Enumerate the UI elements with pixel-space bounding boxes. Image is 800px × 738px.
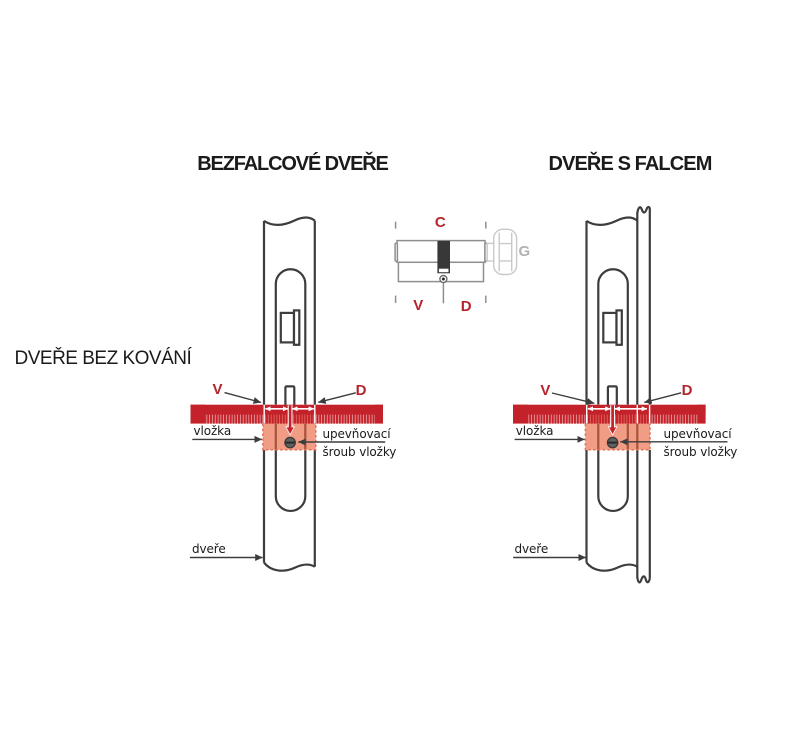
left-label-vlozka: vložka	[193, 424, 232, 439]
pointers-left	[189, 391, 386, 561]
right-label-screw-2: šroub vložky	[663, 445, 738, 460]
door-bottom-break	[263, 561, 316, 572]
door-top-break	[263, 216, 316, 226]
door-panel-left	[262, 216, 316, 572]
right-label-vlozka: vložka	[515, 424, 554, 439]
cylinder-slot	[284, 385, 296, 406]
right-label-screw-1: upevňovací	[663, 426, 732, 441]
cylinder-dim-d: D	[460, 297, 472, 315]
door-bottom-break	[585, 561, 638, 572]
faceplate	[274, 268, 307, 512]
cylinder-cam-notch	[438, 268, 449, 273]
left-label-screw-1: upevňovací	[322, 426, 391, 441]
cylinder-dim-v: V	[413, 297, 424, 315]
screw-axis-arrow	[285, 405, 295, 436]
latch-body	[279, 311, 296, 344]
cylinder-cam	[437, 240, 450, 274]
latch-head	[615, 309, 623, 346]
left-label-dvere: dveře	[192, 542, 226, 557]
thumbturn-face	[498, 232, 513, 272]
left-dim-d: D	[355, 382, 367, 400]
right-dim-d: D	[681, 381, 693, 399]
thumbturn-ridges	[499, 242, 512, 262]
d-pointer	[644, 392, 682, 404]
cylinder-cap-left	[394, 242, 399, 262]
d-pointer	[318, 392, 356, 404]
cylinder-highlight-border	[584, 423, 651, 451]
right-dim-v: V	[540, 381, 551, 399]
v-pointer	[551, 392, 595, 405]
door-diagram-left	[189, 216, 386, 572]
title-right: DVEŘE S FALCEM	[548, 153, 713, 176]
screw-axis-arrow	[607, 405, 618, 436]
left-label-screw-2: šroub vložky	[322, 445, 397, 460]
ruler	[513, 404, 706, 424]
cylinder-highlight-border	[262, 423, 317, 451]
cylinder-screw-dot	[441, 277, 445, 281]
thumbturn-knob	[493, 228, 518, 276]
cylinder-dim-c: C	[434, 214, 446, 232]
right-label-dvere: dveře	[514, 542, 549, 557]
pointers-right	[513, 392, 728, 561]
door-top-break	[585, 216, 638, 226]
cylinder-slot	[606, 385, 618, 406]
latch-body	[602, 311, 618, 344]
latch-head	[292, 309, 301, 346]
cylinder-illustration	[394, 221, 518, 304]
ruler	[190, 404, 383, 424]
left-dim-v: V	[212, 381, 223, 399]
faceplate	[597, 268, 629, 512]
rebate-bottom-break	[636, 575, 651, 584]
thumbturn-stem	[486, 242, 495, 262]
door-diagram-right	[513, 205, 728, 584]
side-note: DVEŘE BEZ KOVÁNÍ	[14, 348, 192, 370]
door-panel-right	[585, 205, 651, 584]
v-pointer	[224, 391, 262, 404]
rebate-top-break	[636, 205, 651, 214]
knob-label-g: G	[518, 243, 531, 261]
title-left: BEZFALCOVÉ DVEŘE	[197, 153, 389, 176]
